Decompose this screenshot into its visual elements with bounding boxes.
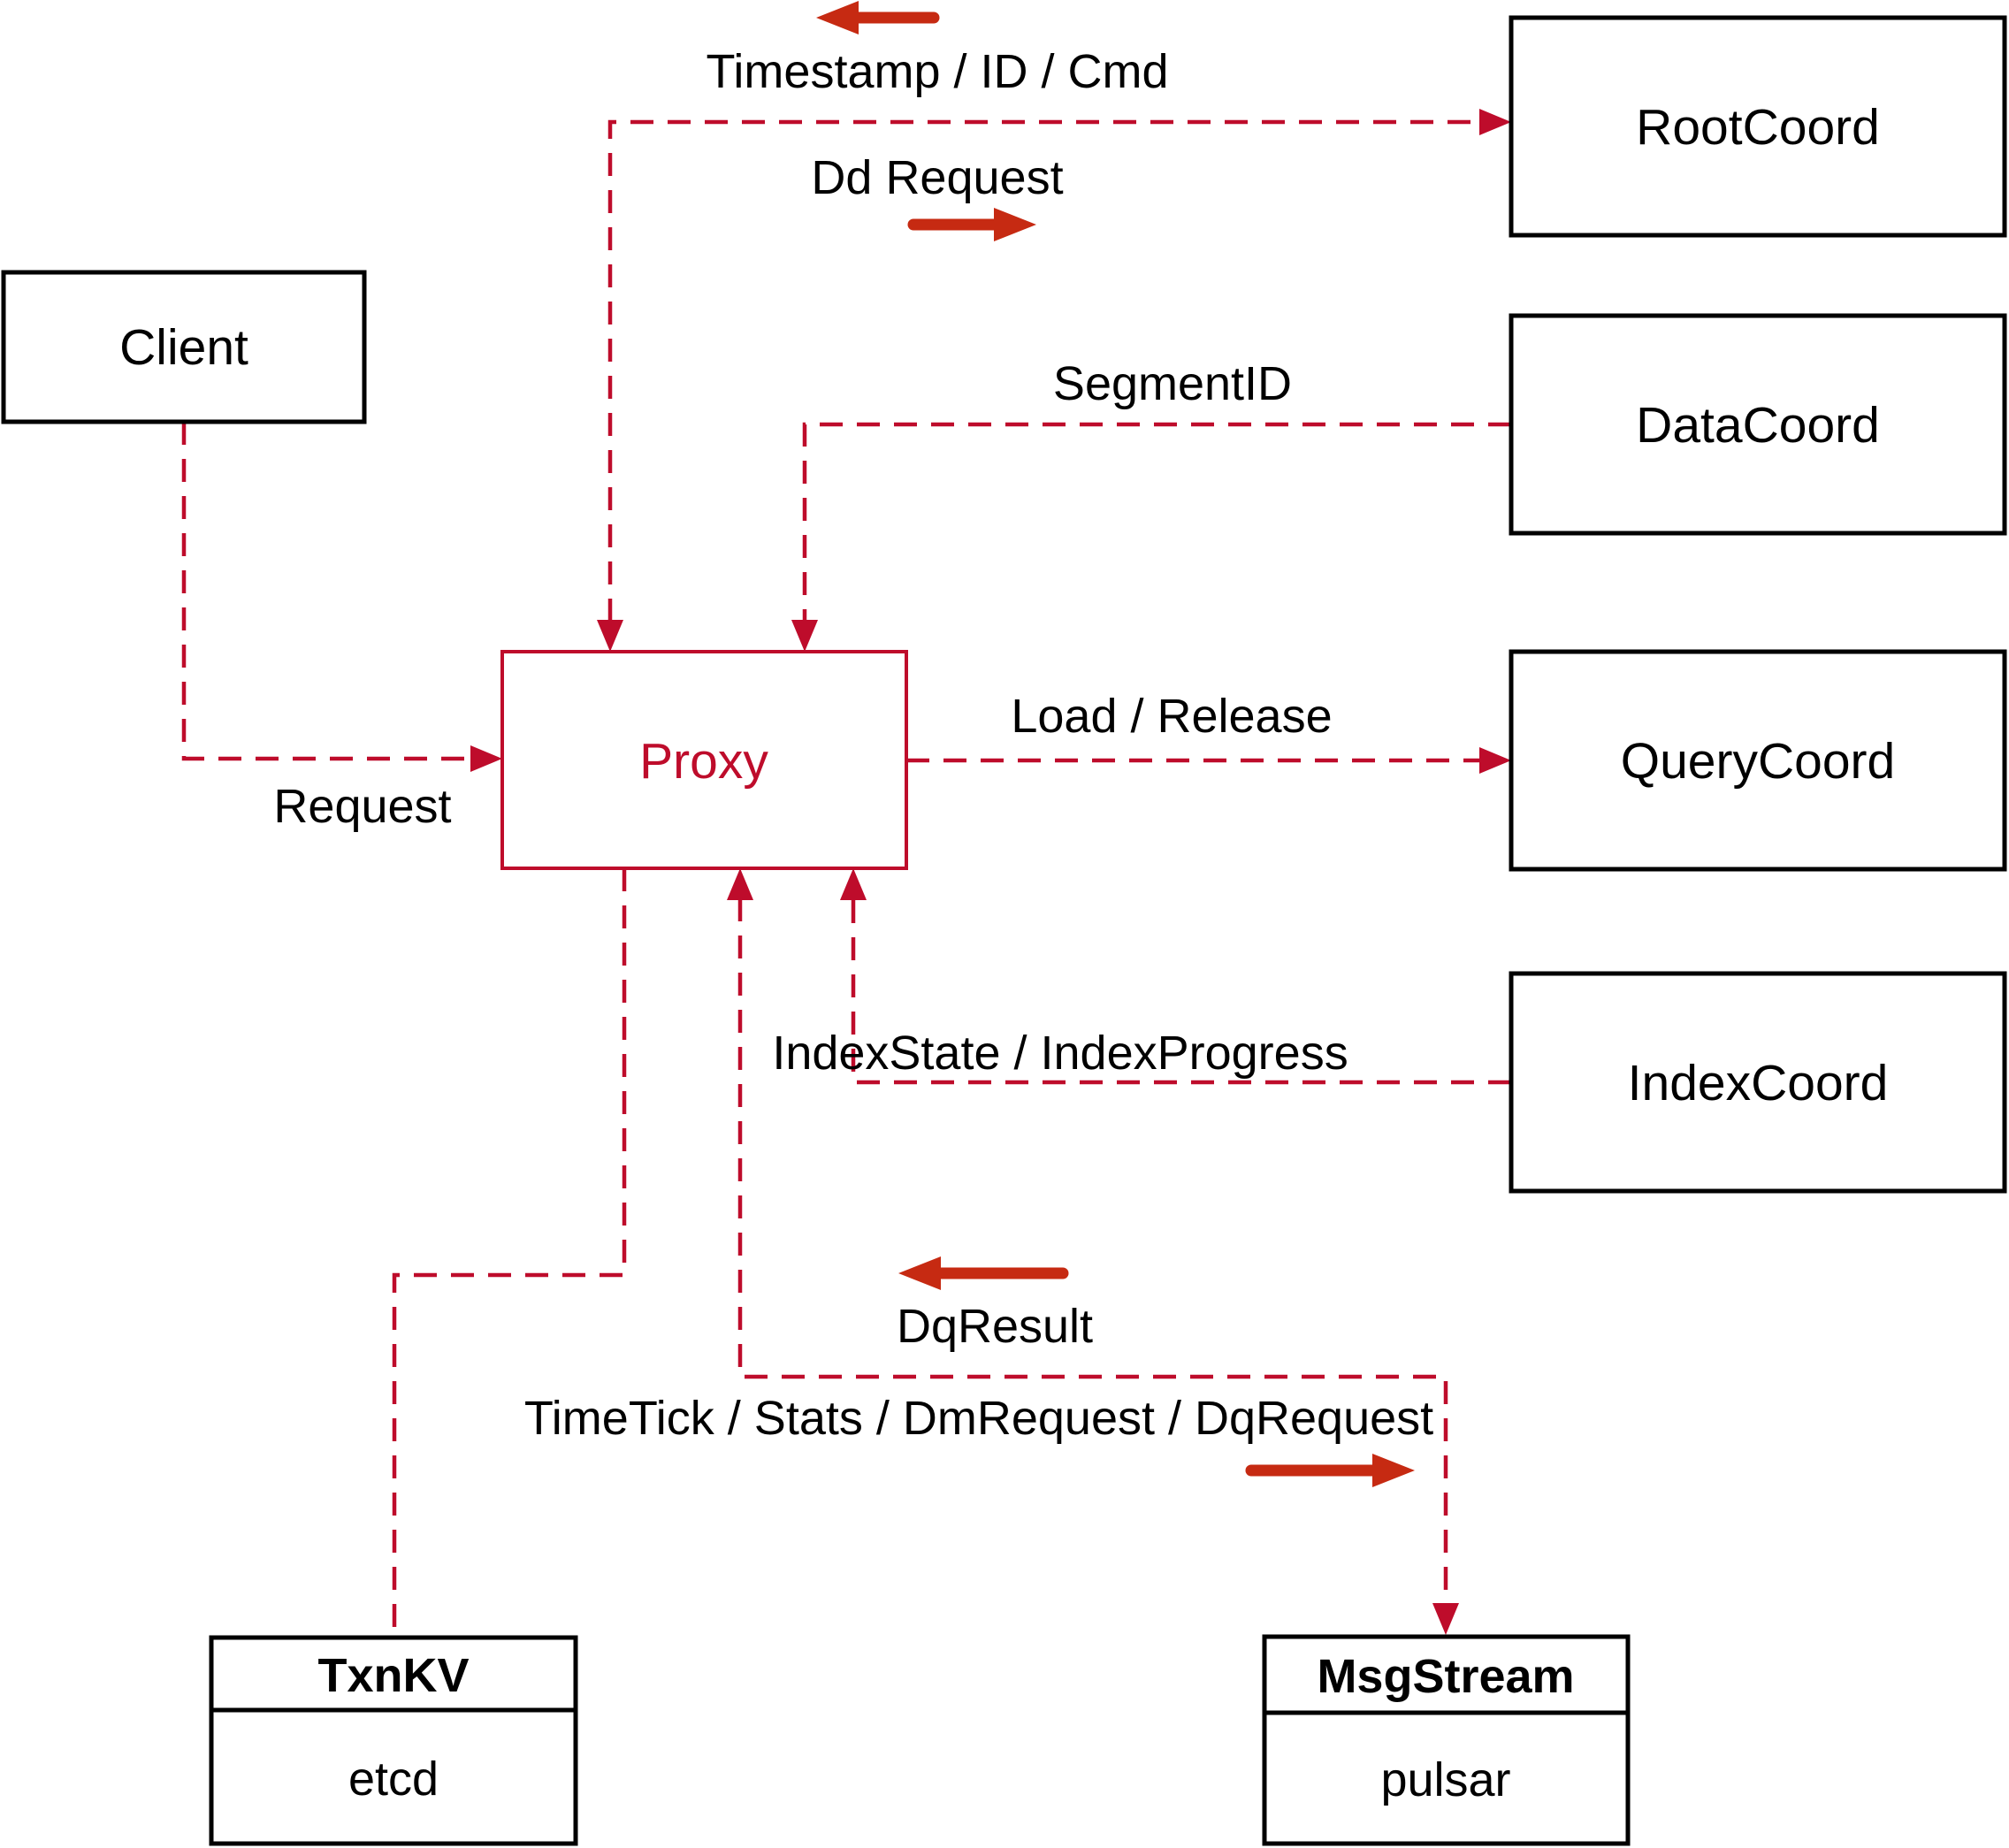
right-arrow-icon	[907, 208, 1036, 241]
msgstream-subtitle: pulsar	[1380, 1753, 1510, 1806]
label-dqresult: DqResult	[897, 1300, 1093, 1353]
edge-proxy-msgstream	[737, 898, 1448, 1605]
indexcoord-box	[1509, 971, 2007, 1194]
arrowhead-into-proxy-left	[470, 745, 502, 772]
node-client: Client	[1, 270, 367, 424]
node-msgstream: MsgStream pulsar	[1262, 1634, 1631, 1846]
edge-proxy-txnkv	[392, 868, 627, 1638]
arrowhead-into-proxy-top-right	[791, 620, 818, 652]
edge-indexcoord-proxy	[851, 898, 1511, 1085]
msgstream-title: MsgStream	[1317, 1650, 1574, 1703]
rootcoord-box	[1509, 15, 2007, 238]
node-querycoord: QueryCoord	[1509, 649, 2007, 872]
left-arrow-icon	[898, 1256, 1069, 1290]
querycoord-box	[1509, 649, 2007, 872]
arrowhead-into-proxy-bottom-left	[727, 868, 753, 900]
label-dd-request: Dd Request	[811, 151, 1063, 204]
querycoord-label: QueryCoord	[1621, 733, 1895, 790]
rootcoord-label: RootCoord	[1636, 99, 1880, 156]
proxy-box	[500, 650, 908, 870]
label-timetick-stats: TimeTick / Stats / DmRequest / DqRequest	[524, 1392, 1433, 1445]
arrowhead-into-proxy-top-left	[597, 620, 623, 652]
right-arrow-icon	[1245, 1454, 1415, 1487]
node-txnkv: TxnKV etcd	[209, 1635, 578, 1846]
connectors	[181, 109, 1511, 1638]
txnkv-title: TxnKV	[317, 1649, 469, 1702]
msgstream-box	[1262, 1634, 1631, 1846]
flow-arrows	[816, 1, 1415, 1487]
node-rootcoord: RootCoord	[1509, 15, 2007, 238]
arrowhead-into-rootcoord	[1479, 109, 1511, 135]
label-segmentid: SegmentID	[1053, 357, 1292, 410]
txnkv-box	[209, 1635, 578, 1846]
client-label: Client	[119, 319, 248, 376]
datacoord-box	[1509, 313, 2007, 536]
arrowhead-into-querycoord	[1479, 747, 1511, 774]
label-indexstate-indexprogress: IndexState / IndexProgress	[772, 1027, 1348, 1080]
node-proxy: Proxy	[500, 650, 908, 870]
edge-proxy-rootcoord	[607, 119, 1481, 622]
edge-client-proxy	[181, 422, 472, 761]
edge-labels: Timestamp / ID / Cmd Dd Request SegmentI…	[273, 45, 1433, 1445]
arrowhead-into-msgstream	[1432, 1603, 1459, 1635]
txnkv-subtitle: etcd	[348, 1753, 439, 1806]
label-request: Request	[273, 780, 451, 833]
node-datacoord: DataCoord	[1509, 313, 2007, 536]
datacoord-label: DataCoord	[1636, 397, 1880, 454]
proxy-label: Proxy	[639, 733, 768, 790]
client-box	[1, 270, 367, 424]
node-indexcoord: IndexCoord	[1509, 971, 2007, 1194]
label-load-release: Load / Release	[1011, 690, 1332, 743]
arrowhead-into-proxy-bottom-right	[840, 868, 867, 900]
edge-datacoord-proxy	[802, 422, 1511, 622]
label-timestamp-id-cmd: Timestamp / ID / Cmd	[706, 45, 1168, 98]
indexcoord-label: IndexCoord	[1628, 1055, 1889, 1111]
left-arrow-icon	[816, 1, 940, 34]
